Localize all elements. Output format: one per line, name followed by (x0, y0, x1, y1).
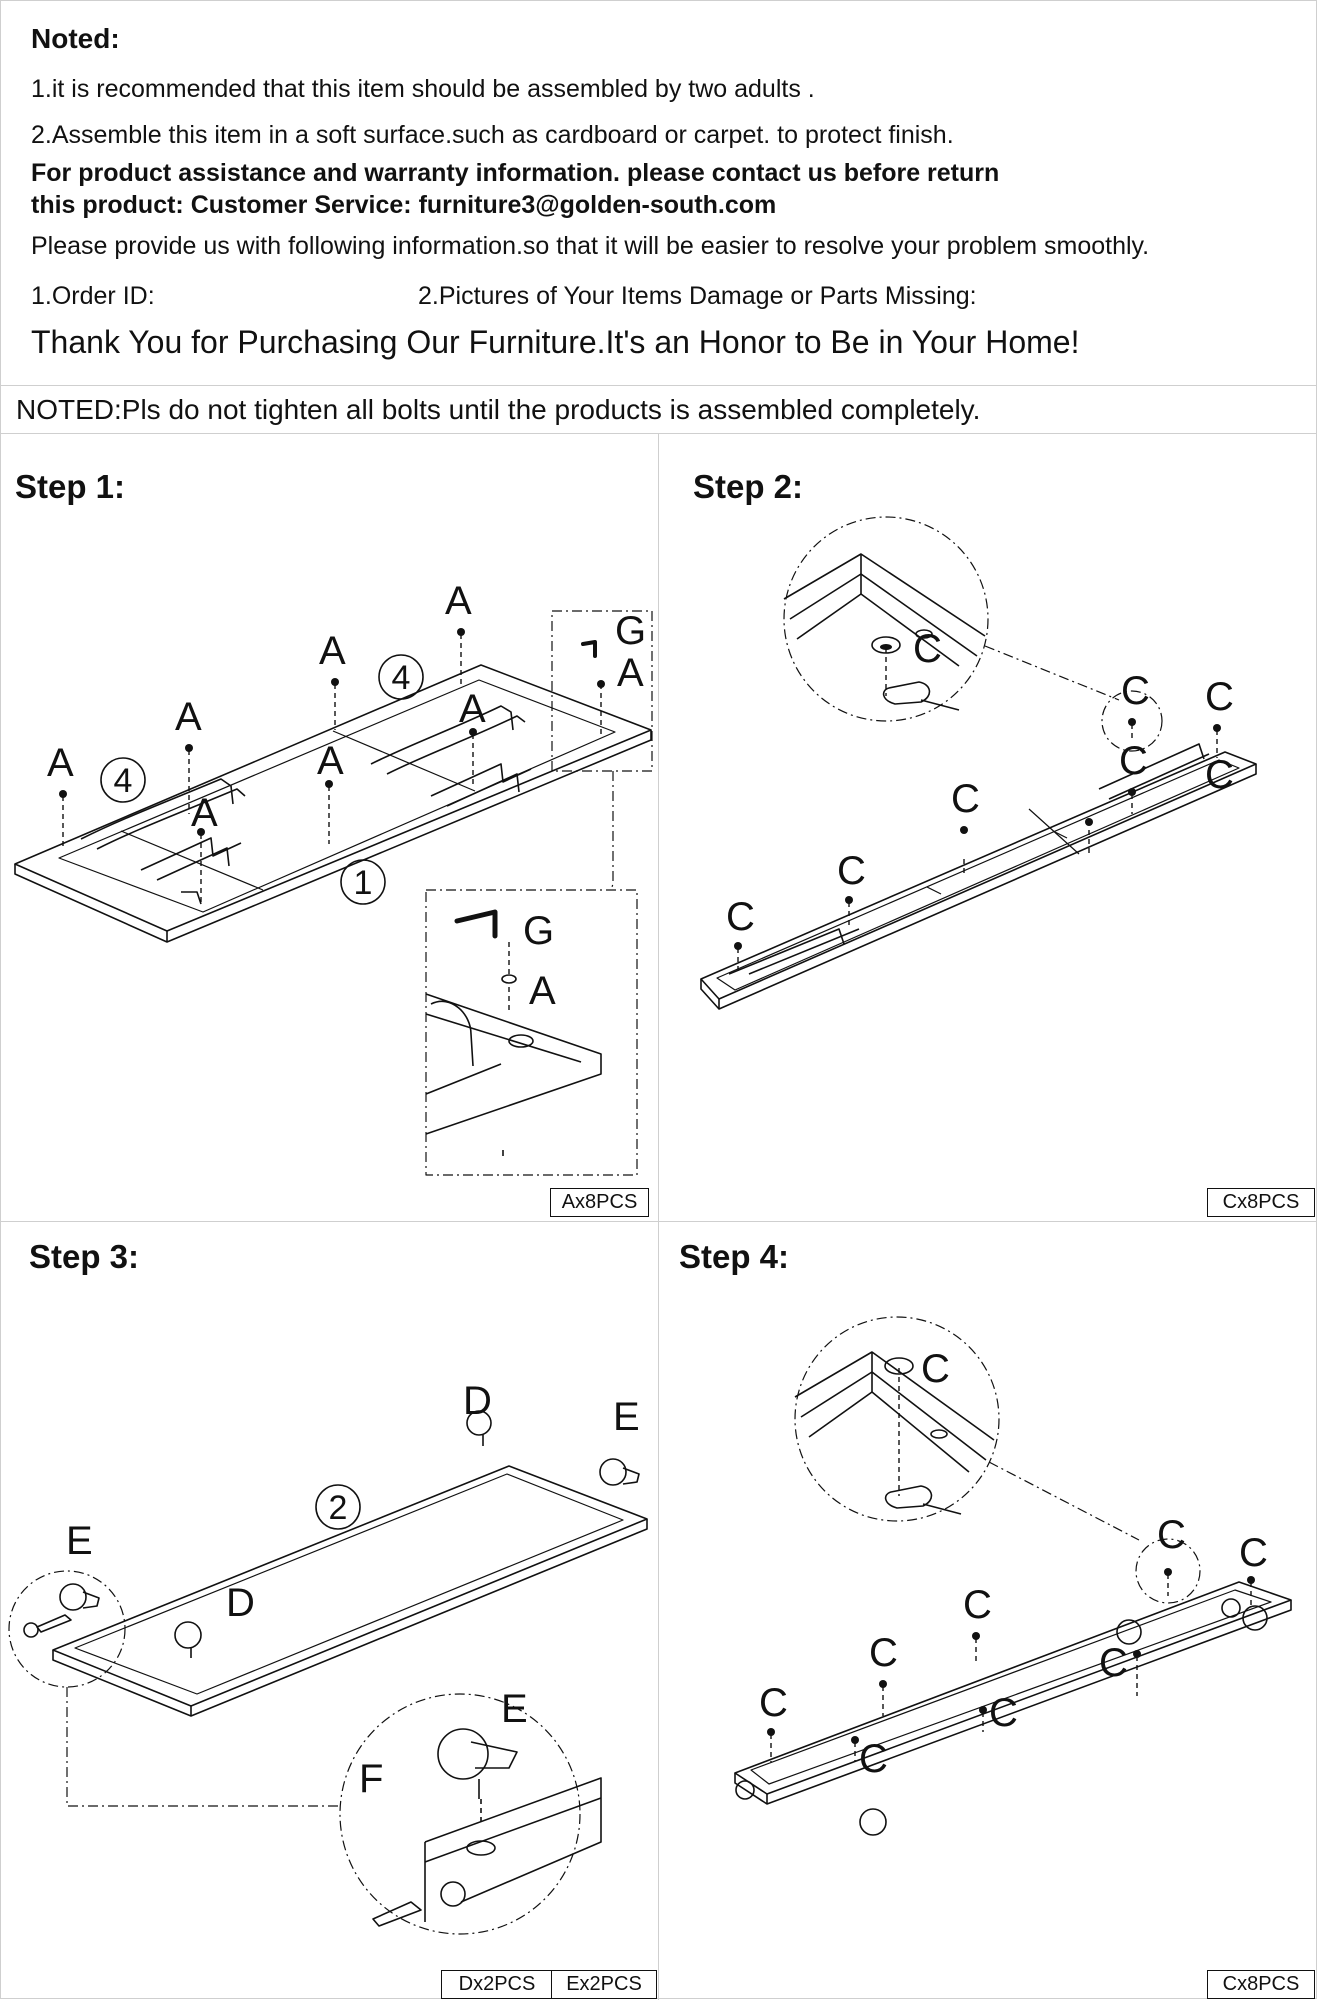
wrench-small (36, 1614, 72, 1633)
label-a-1: A (47, 741, 74, 785)
step-1-title: Step 1: (15, 468, 126, 505)
label-d-left: D (226, 1581, 255, 1625)
label-g-detail: G (523, 909, 554, 953)
step-4-panel: Step 4: (659, 1222, 1317, 2000)
note-customer-service: this product: Customer Service: furnitur… (31, 191, 777, 219)
label-c-3: C (859, 1737, 888, 1781)
label-d-right: D (463, 1379, 492, 1423)
label-e-detail: E (501, 1687, 528, 1731)
label-c-5: C (989, 1691, 1018, 1735)
part-count-d: Dx2PCS (441, 1970, 553, 1999)
label-g-small: G (615, 609, 646, 653)
allen-key-g-drawing (454, 909, 498, 939)
thank-you-message: Thank You for Purchasing Our Furniture.I… (31, 324, 1080, 360)
label-c-1: C (759, 1681, 788, 1725)
part-count-a: Ax8PCS (550, 1188, 649, 1217)
label-a-3: A (191, 791, 218, 835)
step-2-title: Step 2: (693, 468, 804, 505)
bolt-warning-text: NOTED:Pls do not tighten all bolts until… (16, 394, 981, 425)
label-c-7: C (1157, 1513, 1186, 1557)
label-a-5: A (317, 739, 344, 783)
note-provide-info: Please provide us with following informa… (31, 232, 1150, 260)
frame-2-outline (52, 1465, 648, 1707)
label-c-5: C (1121, 669, 1150, 713)
note-two-adults: 1.it is recommended that this item shoul… (31, 75, 815, 103)
label-c-6: C (1205, 753, 1234, 797)
part-count-c: Cx8PCS (1207, 1188, 1315, 1217)
detail-callout-large (425, 889, 638, 1176)
label-c-4: C (1119, 739, 1148, 783)
bolt-warning-banner: NOTED:Pls do not tighten all bolts until… (1, 386, 1317, 434)
label-a-6: A (445, 579, 472, 623)
label-e-right: E (613, 1395, 640, 1439)
magnifier-left (8, 1570, 126, 1688)
label-a-8: A (617, 651, 644, 695)
step-2-diagram: C C C C C C C C (700, 516, 1257, 1010)
drawer-rail-right-1 (370, 705, 514, 765)
step-3-title: Step 3: (29, 1238, 140, 1275)
label-f: F (359, 1757, 383, 1801)
label-c-8: C (1239, 1531, 1268, 1575)
detail-callout-small (551, 610, 653, 772)
part-count-e: Ex2PCS (551, 1970, 657, 1999)
step-1-panel: Step 1: (1, 434, 659, 1222)
order-id-label: 1.Order ID: (31, 282, 155, 310)
label-c-zoom: C (913, 627, 942, 671)
label-c-6: C (1099, 1641, 1128, 1685)
label-c-2: C (837, 849, 866, 893)
bolt-a-marks (62, 634, 602, 904)
step-1-diagram: A A A A A A A A G G A 4 4 1 (14, 579, 653, 1176)
notes-section: Noted: 1.it is recommended that this ite… (1, 1, 1317, 386)
frame-number: 1 (354, 864, 373, 902)
step-4-title: Step 4: (679, 1238, 790, 1275)
drawer-number-right: 4 (392, 659, 411, 697)
part-count-c-step4: Cx8PCS (1207, 1970, 1315, 1999)
pictures-label: 2.Pictures of Your Items Damage or Parts… (418, 282, 977, 310)
label-c-4: C (963, 1583, 992, 1627)
step-3-panel: Step 3: (1, 1222, 659, 2000)
magnifier-bottom (339, 1693, 581, 1935)
label-a-4: A (319, 629, 346, 673)
step-3-diagram: E D D E E F 2 (8, 1379, 648, 1935)
label-c-1: C (726, 895, 755, 939)
magnifier-circle (783, 516, 989, 722)
label-c-7: C (1205, 675, 1234, 719)
drawer-number-left: 4 (114, 762, 133, 800)
label-c-zoom: C (921, 1347, 950, 1391)
notes-title: Noted: (31, 23, 120, 54)
label-c-3: C (951, 777, 980, 821)
wrench-f-drawing (372, 1901, 422, 1927)
frame-2-number: 2 (329, 1489, 348, 1527)
frame-outline (734, 1581, 1292, 1795)
note-soft-surface: 2.Assemble this item in a soft surface.s… (31, 121, 954, 149)
magnifier-circle (794, 1316, 1000, 1522)
note-assistance: For product assistance and warranty info… (31, 159, 1000, 187)
label-a-7: A (459, 687, 486, 731)
drawer-rail-left-1 (80, 778, 234, 840)
step-2-panel: Step 2: (659, 434, 1317, 1222)
label-a-2: A (175, 695, 202, 739)
label-e-left: E (66, 1519, 93, 1563)
step-4-diagram: C C C C C C C C C (734, 1316, 1292, 1836)
label-c-2: C (869, 1631, 898, 1675)
label-a-detail: A (529, 969, 556, 1013)
